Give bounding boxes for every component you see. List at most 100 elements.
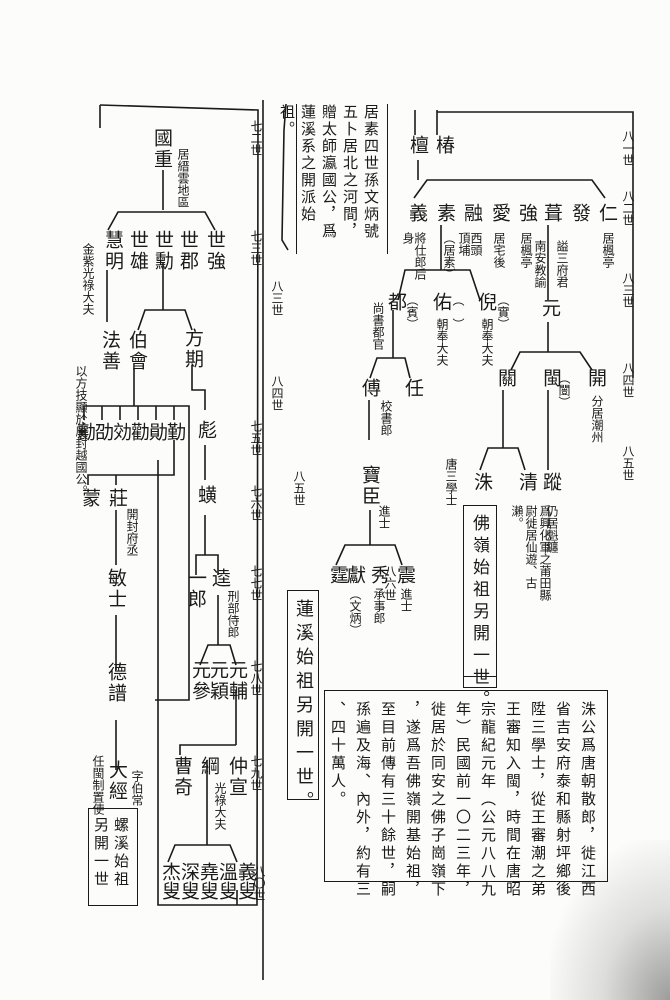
- zhu-biography-box: 洙公爲唐朝散郎，徙江西省吉安府泰和縣射坪鄉後陞三學士，從王審潮之弟王審知入閩，時…: [324, 690, 608, 899]
- biography-column: 、四十萬人。: [329, 701, 347, 809]
- intro-text: 居素四世孫文炳號五卜居北之河間，贈太師瀛國公，爲蓮溪系之開派始祖。: [278, 104, 380, 240]
- gen-label-81: 八一世: [621, 130, 635, 166]
- person-qi: 葺: [541, 203, 563, 222]
- person-shensou: 深叟: [178, 862, 200, 900]
- person-g75-1: 勷: [74, 422, 96, 441]
- person-fashan: 法善: [99, 330, 121, 372]
- note-su: （居素）: [442, 232, 456, 280]
- note-zhu: 唐三學士: [444, 458, 458, 506]
- person-fu: 傅: [359, 378, 381, 397]
- person-yuanying: 元穎: [207, 660, 229, 702]
- person-minshi: 敏士: [105, 568, 127, 610]
- person-guan: 關: [495, 368, 517, 387]
- gen-label-80: 八〇世: [252, 865, 266, 901]
- person-su: 素: [434, 203, 456, 222]
- gen-label-73: 七三世: [249, 230, 263, 266]
- note-zhuang: 開封府丞: [125, 508, 139, 556]
- note-zhen: 進士: [399, 588, 413, 612]
- note-zong: 仍居魁纏: [545, 505, 559, 553]
- luoxi-founder-box: 螺溪始祖另開一世: [88, 808, 138, 906]
- person-dajing: 大經: [106, 760, 128, 802]
- person-zong: 蹤: [540, 472, 562, 491]
- alt-you: （ ）: [451, 294, 465, 330]
- person-huiming: 慧明: [102, 230, 124, 272]
- biography-column: 宗龍紀元年（公元八八九: [479, 701, 497, 899]
- person-g75-4: 勸: [128, 422, 150, 441]
- person-yisou: 義叟: [235, 862, 257, 900]
- person-zhu: 洙: [471, 472, 493, 491]
- zhu-biography-text: 洙公爲唐朝散郎，徙江西省吉安府泰和縣射坪鄉後陞三學士，從王審潮之弟王審知入閩，時…: [326, 701, 599, 899]
- person-g76-3: 蟥: [195, 485, 217, 504]
- scan-noise: [550, 840, 670, 1000]
- person-ting: 霆: [327, 565, 349, 584]
- person-kui: 逵: [209, 568, 231, 587]
- biography-column: 省吉安府泰和縣射坪鄉後: [554, 701, 572, 899]
- gen-label-76: 七六世: [249, 485, 263, 521]
- person-ren: 仁: [596, 203, 618, 222]
- person-shijun: 世郡: [177, 230, 199, 272]
- note-fu: 校書郎: [379, 400, 393, 436]
- gen-label-84: 八四世: [621, 362, 635, 398]
- gen-label-75: 七五世: [249, 420, 263, 456]
- person-qiang: 強: [516, 203, 538, 222]
- note-fa: 謚三府君: [555, 240, 569, 288]
- person-jiesou: 杰叟: [159, 862, 181, 900]
- gen-label-83: 八三世: [621, 272, 635, 308]
- biography-column: 孫遍及海、內外，約有三: [354, 701, 372, 899]
- note-du: 尚書都官: [371, 302, 385, 350]
- person-baochen: 寶臣: [359, 465, 381, 507]
- note-yi: 將仕郎后身: [401, 232, 427, 280]
- note-qi: 南安教諭: [533, 240, 547, 288]
- person-chun: 椿: [433, 135, 455, 156]
- person-caoqi: 曹奇: [171, 756, 193, 798]
- person-yuancan: 元參: [189, 660, 211, 702]
- gen-label-85-left: 八五世: [292, 470, 306, 506]
- person-bohui: 伯會: [126, 330, 148, 372]
- person-qing: 清: [516, 472, 538, 491]
- person-xiu: 秀: [368, 565, 390, 584]
- person-guozhong: 國重: [151, 128, 173, 170]
- person-min: 閩: [540, 368, 562, 387]
- person-zhongxuan: 仲宣: [226, 756, 248, 798]
- gen-label-78: 七八世: [249, 660, 263, 696]
- person-ni: 倪: [475, 292, 497, 311]
- intro-box: 居素四世孫文炳號五卜居北之河間，贈太師瀛國公，爲蓮溪系之開派始祖。: [278, 104, 388, 254]
- note-ren: 居楓亭: [601, 232, 615, 268]
- note-baochen: 進士: [377, 505, 391, 529]
- person-you: 佑: [430, 292, 452, 311]
- biography-column: 年）民國前一〇二三年，: [454, 701, 472, 899]
- person-yi: 義: [406, 203, 428, 222]
- alt-ni: （實）: [496, 294, 510, 330]
- person-fa: 發: [569, 203, 591, 222]
- alt-du: （賓）: [405, 294, 419, 330]
- note-fashan: 以方技顯於唐封越國公。: [74, 365, 88, 497]
- note-qing: 爲興化軍之莆田縣尉徙居仙遊、古瀨。: [510, 505, 552, 601]
- gen-label-83-left: 八三世: [270, 280, 284, 316]
- gen-label-77: 七七世: [249, 565, 263, 601]
- note-xian: （文炳）: [348, 588, 362, 636]
- biography-column: 洙公爲唐朝散郎，徙江西: [579, 701, 597, 899]
- alt-min: （闓）: [557, 372, 571, 408]
- person-yilang: 一郎: [185, 568, 207, 610]
- person-g75-3: 効: [110, 422, 132, 441]
- gen-label-84-left: 八四世: [270, 375, 284, 411]
- note-gang: 光祿大夫: [213, 782, 227, 830]
- biography-column: 王審知入閩，時間在唐昭: [504, 701, 522, 899]
- biography-column: 陞三學士，從王審潮之弟: [529, 701, 547, 899]
- note-qiang: 居楓亭: [519, 232, 533, 268]
- person-ren2: 任: [402, 378, 424, 397]
- note-ni: 朝奉大夫: [480, 318, 494, 366]
- person-tan: 檀: [407, 135, 429, 156]
- biography-column: 至目前傳有三十餘世，嗣: [379, 701, 397, 899]
- note-rong: 西頭頂埔: [457, 232, 483, 256]
- gen-label-82: 八二世: [621, 190, 635, 226]
- person-yuan: 元: [539, 298, 561, 317]
- person-shixun: 世勳: [152, 230, 174, 272]
- person-g75-6: 勤: [164, 422, 186, 441]
- person-meng: 蒙: [79, 488, 101, 507]
- note-dajing-office: 任閩制置使: [91, 755, 105, 815]
- person-ai: 愛: [489, 203, 511, 222]
- note-guozhong: 居縉雲地區: [176, 148, 190, 208]
- person-g75-2: 劭: [92, 422, 114, 441]
